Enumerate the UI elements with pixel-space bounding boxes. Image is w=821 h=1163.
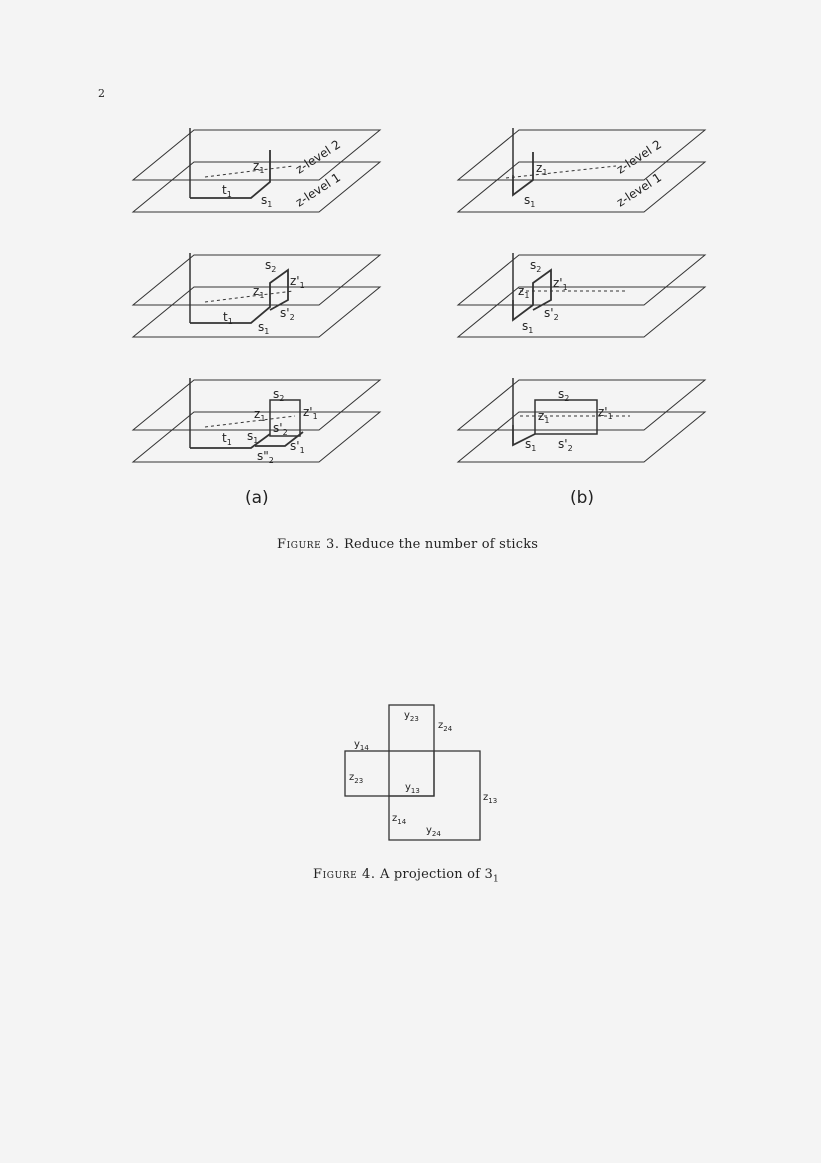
plane-z-level-1 — [456, 411, 707, 463]
label-s1: s1 — [247, 429, 258, 445]
subfigure-a-label: (a) — [245, 488, 269, 508]
fig4-label-z24: z24 — [438, 720, 453, 733]
plane-z-level-1 — [131, 161, 382, 213]
fig4-right-loop — [388, 750, 481, 841]
label-z1: z1 — [254, 407, 265, 423]
plane-z-level-2 — [456, 254, 707, 306]
fig4-label-y24: y24 — [426, 825, 441, 838]
label-s2: s2 — [558, 387, 569, 403]
fig4-label-y13: y13 — [405, 782, 420, 795]
label-z1: z1 — [253, 284, 264, 300]
label-s2: s2 — [530, 258, 541, 274]
plane-z-level-1 — [131, 286, 382, 338]
plane-z-level-2 — [131, 129, 382, 181]
label-s2-double-prime: s"2 — [257, 449, 274, 465]
label-s2: s2 — [265, 258, 276, 274]
plane-z-level-2 — [456, 379, 707, 431]
stick-path-lower — [190, 433, 271, 449]
figure-3-caption: Figure 3. Reduce the number of sticks — [277, 537, 538, 552]
subfigure-b-label: (b) — [570, 488, 595, 508]
figure-4-caption: Figure 4. A projection of 31 — [313, 867, 499, 885]
stick-path — [512, 268, 552, 322]
label-z1-prime: z'1 — [290, 274, 305, 290]
label-z1-prime: z'1 — [598, 405, 613, 421]
figure-4-diagram: y23 z24 y14 z23 y13 z13 z14 y24 — [344, 704, 497, 841]
fig4-label-z23: z23 — [349, 772, 363, 785]
label-s1-prime: s'1 — [290, 439, 305, 455]
label-s1: s1 — [522, 319, 533, 335]
figure-4-caption-label: Figure 4. — [313, 867, 376, 882]
label-s2-prime: s'2 — [273, 421, 288, 437]
stick-path-bottom — [255, 431, 304, 447]
label-z1: z1 — [538, 409, 549, 425]
stick-loop-rect — [534, 399, 598, 435]
figure-4-caption-text: A projection of 3 — [379, 867, 494, 882]
figure-3-caption-label: Figure 3. — [277, 537, 340, 552]
plane-z-level-1 — [456, 286, 707, 338]
label-t1: t1 — [222, 183, 232, 199]
label-s1: s1 — [525, 437, 536, 453]
figure-3-caption-text: Reduce the number of sticks — [343, 537, 539, 552]
label-s1: s1 — [524, 193, 535, 209]
label-s2-prime: s'2 — [280, 306, 295, 322]
plane-z-level-1 — [456, 161, 707, 213]
stick-path — [190, 150, 271, 199]
label-s2-prime: s'2 — [544, 306, 559, 322]
fig4-label-z13: z13 — [483, 792, 497, 805]
label-s1: s1 — [258, 320, 269, 336]
fig4-label-z14: z14 — [392, 813, 407, 826]
fig4-label-y23: y23 — [404, 710, 419, 723]
stick-path — [190, 268, 289, 324]
label-z1-prime: z'1 — [303, 405, 318, 421]
label-s2-prime: s'2 — [558, 437, 573, 453]
plane-z-level-2 — [131, 379, 382, 431]
figure-4-caption-sub: 1 — [493, 874, 499, 885]
stick-loop-rect — [269, 399, 301, 437]
label-z1: z1 — [518, 284, 529, 300]
label-z1: z1 — [253, 159, 264, 175]
label-z1: z1 — [536, 161, 547, 177]
plane-z-level-1 — [131, 411, 382, 463]
dashed-line — [505, 165, 617, 179]
stick-path — [512, 425, 536, 447]
label-t1: t1 — [222, 431, 232, 447]
dashed-line — [204, 290, 294, 303]
label-t1: t1 — [223, 310, 233, 326]
fig4-label-y14: y14 — [354, 739, 369, 752]
label-s1: s1 — [261, 193, 272, 209]
page-number: 2 — [98, 87, 105, 100]
plane-z-level-2 — [131, 254, 382, 306]
stick-path — [512, 152, 534, 197]
label-s2: s2 — [273, 387, 284, 403]
dashed-line — [204, 165, 294, 178]
label-z1-prime: z'1 — [553, 276, 568, 292]
plane-z-level-2 — [456, 129, 707, 181]
